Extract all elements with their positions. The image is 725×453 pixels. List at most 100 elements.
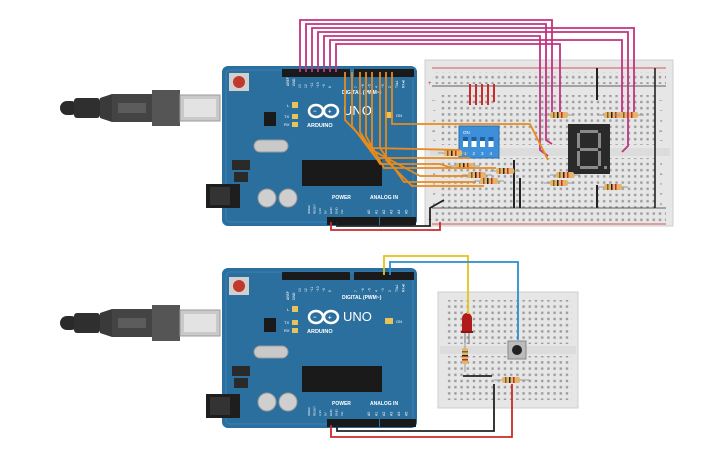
dip-toggle-4[interactable]	[488, 137, 494, 147]
arduino-brand-top: ARDUINO	[307, 123, 333, 129]
digital-pin-label-8: ~5	[368, 288, 372, 292]
analog-pin-label-1: A1	[375, 412, 379, 416]
magenta-wires[interactable]	[299, 19, 635, 157]
digital-header-label-top: DIGITAL (PWM~)	[342, 90, 382, 96]
signal-wires-bottom[interactable]	[383, 255, 519, 377]
power-pin-label-4: GND	[329, 207, 333, 215]
svg-text:+: +	[428, 81, 432, 87]
digital-pin-label-12: TX▸1	[395, 80, 399, 88]
digital-pin-label-13: RX◂0	[402, 284, 406, 292]
digital-pin-label-7: ~6	[361, 288, 365, 292]
breadboard-row-label: b	[659, 193, 664, 196]
dip-number-2: 2	[473, 151, 476, 156]
digital-header-left-top[interactable]	[282, 69, 350, 77]
resistor-4[interactable]	[496, 168, 514, 174]
digital-header-left-bottom[interactable]	[282, 272, 350, 280]
orange-wires[interactable]	[344, 72, 549, 187]
resistor-0[interactable]	[444, 150, 462, 156]
resistors-top[interactable]	[438, 112, 644, 190]
breadboard-row-label: c	[659, 183, 664, 185]
power-pin-label-1: RESET	[313, 204, 317, 214]
on-label-bottom: ON	[396, 319, 402, 324]
power-wires-top[interactable]	[330, 199, 445, 231]
digital-pin-label-12: TX▸1	[395, 284, 399, 292]
digital-pin-label-5: 8	[328, 290, 332, 292]
black-jumpers-top[interactable]	[513, 68, 656, 208]
push-button[interactable]	[507, 340, 527, 360]
dip-on-label: ON	[463, 130, 470, 135]
power-pin-label-5: GND	[335, 409, 339, 417]
breadboard-row-label: e	[659, 163, 664, 166]
segments	[577, 130, 607, 169]
resistor-button[interactable]	[494, 377, 530, 383]
dip-number-4: 4	[490, 151, 493, 156]
analog-pin-label-4: A4	[397, 412, 401, 416]
digital-pin-label-5: 8	[328, 86, 332, 88]
usb-cable-top[interactable]	[60, 90, 221, 126]
svg-text:−: −	[313, 109, 317, 115]
digital-pin-label-10: ~3	[381, 288, 385, 292]
usb-cable-bottom[interactable]	[60, 305, 221, 341]
analog-label-bottom: ANALOG IN	[370, 401, 398, 407]
power-wires-bottom[interactable]	[330, 384, 513, 438]
digital-pin-label-0: 13	[298, 288, 302, 292]
resistor-led[interactable]	[462, 343, 468, 372]
resistor-8[interactable]	[604, 184, 622, 190]
digital-pin-label-2: ~11	[310, 286, 314, 292]
digital-pin-label-6: 7	[354, 86, 358, 88]
dip-toggle-3[interactable]	[480, 137, 485, 147]
digital-pin-label-0: 13	[298, 84, 302, 88]
digital-header-label-bottom: DIGITAL (PWM~)	[342, 295, 382, 301]
gnd-label-bottom: GND	[292, 292, 296, 300]
power-pin-label-2: 3.3V	[318, 208, 322, 214]
breadboard-row-label: f	[432, 140, 437, 142]
rx-label-bottom: RX	[284, 328, 290, 333]
digital-pin-label-3: ~10	[316, 82, 320, 88]
digital-header-right-bottom[interactable]	[354, 272, 414, 280]
resistor-7[interactable]	[550, 180, 568, 186]
breadboard-row-label: h	[659, 120, 664, 122]
resistor-2[interactable]	[468, 172, 486, 178]
digital-header-right-top[interactable]	[354, 69, 414, 77]
l-led-label-bottom: L	[287, 307, 290, 312]
red-jumpers-top[interactable]	[469, 84, 495, 105]
power-pin-label-3: 5V	[324, 210, 328, 214]
breadboard-row-label: a	[659, 203, 664, 206]
digital-pin-label-9: 4	[374, 290, 378, 292]
power-header-bottom[interactable]	[327, 419, 379, 427]
analog-pin-label-3: A3	[390, 412, 394, 416]
resistor-5[interactable]	[550, 112, 568, 118]
l-led-label-top: L	[287, 103, 290, 108]
digital-pin-label-4: ~9	[322, 288, 326, 292]
analog-pin-label-1: A1	[375, 210, 379, 214]
digital-pin-label-1: 12	[304, 288, 308, 292]
analog-header-top[interactable]	[380, 217, 416, 225]
dip-toggle-1[interactable]	[463, 137, 468, 147]
svg-text:+: +	[328, 316, 332, 322]
power-header-top[interactable]	[327, 217, 379, 225]
power-pin-label-0: IOREF	[307, 407, 311, 416]
arduino-brand-bottom: ARDUINO	[307, 329, 333, 335]
aref-label: AREF	[286, 77, 290, 86]
resistor-3[interactable]	[480, 178, 498, 184]
resistor-10[interactable]	[620, 112, 638, 118]
dip-toggle-2[interactable]	[471, 137, 477, 147]
resistor-9[interactable]	[556, 172, 574, 178]
dip-number-3: 3	[481, 151, 484, 156]
analog-header-bottom[interactable]	[380, 419, 416, 427]
power-label-top: POWER	[332, 195, 351, 201]
digital-pin-label-9: 4	[374, 86, 378, 88]
red-led[interactable]	[461, 313, 473, 344]
breadboard-row-label: h	[432, 120, 437, 122]
seven-segment-display	[568, 124, 610, 174]
power-label-bottom: POWER	[332, 401, 351, 407]
digital-pin-label-3: ~10	[316, 286, 320, 292]
